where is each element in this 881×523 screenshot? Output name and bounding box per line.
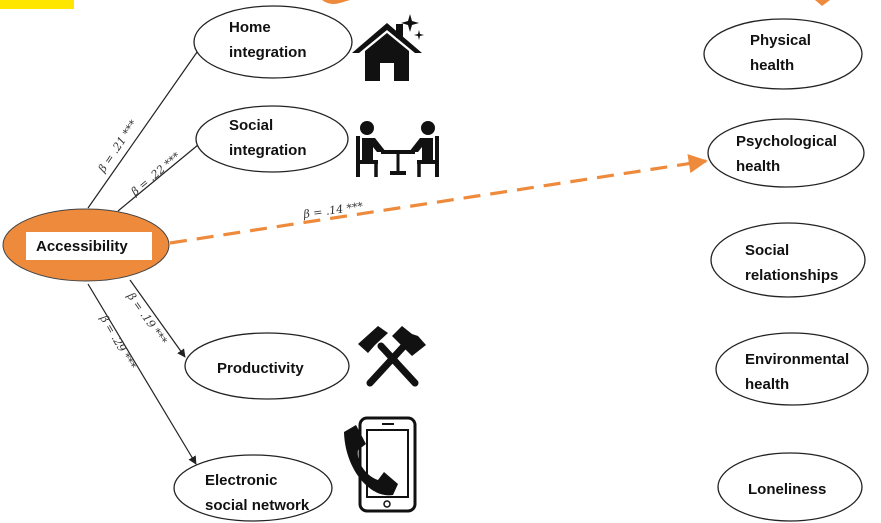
social-integration-ellipse <box>195 105 349 173</box>
node-environmental-health: Environmental health <box>715 332 869 406</box>
beta-label-esn: β = .29 *** <box>97 312 139 372</box>
node-home-integration: Home integration <box>193 5 353 79</box>
node-electronic-social-network: Electronic social network <box>173 454 333 522</box>
smartphone-call-icon <box>344 416 417 513</box>
beta-label-productivity: β = .19 *** <box>124 289 170 347</box>
accessibility-label-box <box>26 232 152 260</box>
beta-label-home: β = .21 *** <box>95 117 140 175</box>
path-arrow-social <box>117 139 205 212</box>
productivity-ellipse <box>184 332 350 400</box>
path-arrow-psychological <box>169 154 708 245</box>
node-psychological-health: Psychological health <box>707 118 865 188</box>
physical-health-label: Physical health <box>750 32 815 74</box>
node-productivity: Productivity <box>184 332 350 400</box>
home-integration-ellipse <box>193 5 353 79</box>
path-arrow-esn <box>87 283 197 465</box>
psychological-health-ellipse <box>707 118 865 188</box>
environmental-health-label: Environmental health <box>745 351 853 393</box>
house-icon <box>352 14 424 81</box>
cropped-title-stroke <box>322 0 350 4</box>
loneliness-label: Loneliness <box>748 481 826 498</box>
social-relationships-label: Social relationships <box>745 242 838 284</box>
node-physical-health: Physical health <box>703 18 863 90</box>
cropped-title-stroke <box>815 0 830 6</box>
environmental-health-ellipse <box>715 332 869 406</box>
physical-health-ellipse <box>703 18 863 90</box>
productivity-label: Productivity <box>217 360 304 377</box>
path-arrow-productivity <box>129 279 186 358</box>
people-at-table-icon <box>356 121 439 177</box>
loneliness-ellipse <box>717 452 863 522</box>
electronic-social-network-label: Electronic social network <box>205 472 310 514</box>
node-loneliness: Loneliness <box>717 452 863 522</box>
hammers-icon <box>358 326 426 387</box>
electronic-social-network-ellipse <box>173 454 333 522</box>
node-social-relationships: Social relationships <box>710 222 866 298</box>
home-integration-label: Home integration <box>229 19 307 61</box>
title-highlight-strip <box>0 0 74 9</box>
path-arrow-home <box>87 44 203 209</box>
beta-label-social: β = .22 *** <box>128 149 184 199</box>
social-relationships-ellipse <box>710 222 866 298</box>
psychological-health-label: Psychological health <box>736 133 841 175</box>
node-social-integration: Social integration <box>195 105 349 173</box>
accessibility-label: Accessibility <box>36 238 128 255</box>
node-accessibility: Accessibility <box>2 208 170 282</box>
social-integration-label: Social integration <box>229 117 307 159</box>
